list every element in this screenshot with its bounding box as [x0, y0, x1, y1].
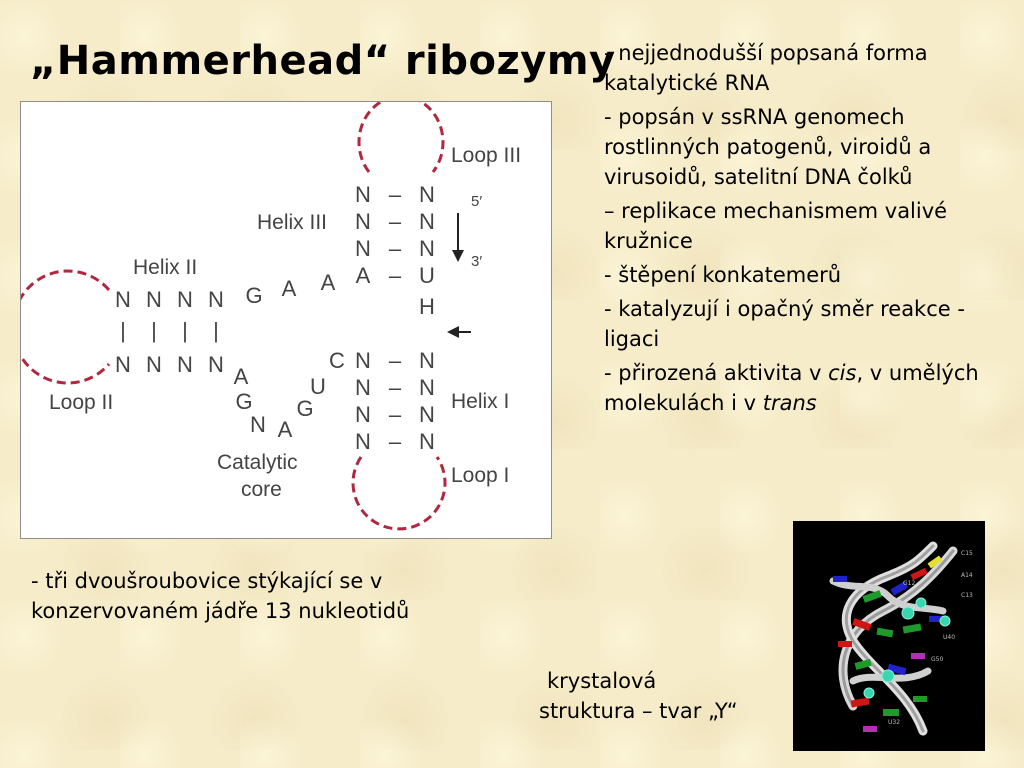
- nucleotide: N: [115, 287, 131, 312]
- page-title: „Hammerhead“ ribozymy: [30, 38, 616, 84]
- helix-iii-label: Helix III: [257, 211, 327, 234]
- helix-ii-label: Helix II: [133, 256, 197, 279]
- bullet-text: , v umělých molekulách i v: [604, 361, 979, 415]
- loop-i-label: Loop I: [451, 464, 509, 487]
- catalytic-label: Catalytic: [217, 451, 298, 474]
- nucleotide: N: [419, 209, 435, 234]
- pair-dash: –: [389, 402, 402, 427]
- three-prime-label: 3′: [471, 253, 482, 270]
- nucleotide: N: [355, 236, 371, 261]
- pair-bar: |: [213, 318, 219, 343]
- nucleotide: U: [419, 263, 435, 288]
- crystal-label: G50: [931, 656, 943, 663]
- trans-term: trans: [762, 391, 817, 415]
- bottom-note: - tři dvoušroubovice stýkající se v konz…: [31, 569, 410, 623]
- nucleotide: U: [310, 374, 326, 399]
- nucleotide: G: [235, 389, 252, 414]
- nucleotide: A: [356, 263, 371, 288]
- bullet-item: - katalyzují i opačný směr reakce - liga…: [604, 297, 965, 351]
- crystal-label: A14: [961, 572, 973, 579]
- nucleotide: N: [419, 429, 435, 454]
- pair-dash: –: [389, 209, 402, 234]
- bullet-item: - přirozená aktivita v cis, v umělých mo…: [604, 358, 1004, 418]
- nucleotide: N: [146, 352, 162, 377]
- bullet-item: - nejjednodušší popsaná forma katalytick…: [604, 41, 928, 95]
- loop-ii-label: Loop II: [49, 391, 113, 414]
- nucleotide: N: [419, 182, 435, 207]
- nucleotide: N: [208, 287, 224, 312]
- bullet-list: - nejjednodušší popsaná forma katalytick…: [604, 38, 1004, 422]
- pair-dash: –: [389, 182, 402, 207]
- hammerhead-diagram: Loop III Helix III Helix II Loop II Heli…: [20, 101, 552, 539]
- pair-dash: –: [389, 429, 402, 454]
- nucleotide: N: [146, 287, 162, 312]
- nucleotide: G: [245, 283, 262, 308]
- nucleotide: A: [234, 364, 249, 389]
- loop-ii-arc: [21, 269, 111, 385]
- nucleotide: N: [355, 182, 371, 207]
- caption-line: krystalová: [547, 669, 657, 693]
- nucleotide: N: [355, 209, 371, 234]
- nucleotide: N: [208, 352, 224, 377]
- cis-term: cis: [828, 361, 857, 385]
- nucleotide: N: [419, 402, 435, 427]
- nucleotide: G: [296, 396, 313, 421]
- loop-i-arc: [351, 456, 447, 531]
- bullet-item: – replikace mechanismem valivé kružnice: [604, 199, 948, 253]
- nucleotide: A: [321, 270, 336, 295]
- crystal-caption: krystalová struktura – tvar „Y“: [539, 666, 799, 726]
- pair-bar: |: [120, 318, 126, 343]
- nucleotide: N: [419, 375, 435, 400]
- bullet-item: - štěpení konkatemerů: [604, 263, 842, 287]
- core-label: core: [241, 478, 282, 501]
- nucleotide: A: [282, 276, 297, 301]
- pair-bar: |: [182, 318, 188, 343]
- bullet-item: - popsán v ssRNA genomech rostlinných pa…: [604, 105, 932, 189]
- crystal-label: C15: [961, 550, 973, 557]
- cleavage-arrow-icon: [447, 326, 471, 338]
- pair-dash: –: [389, 348, 402, 373]
- nucleotide-h: H: [419, 294, 435, 319]
- nucleotide: N: [355, 348, 371, 373]
- pair-dash: –: [389, 263, 402, 288]
- nucleotide-c: C: [329, 348, 345, 373]
- helix-i-label: Helix I: [451, 390, 509, 413]
- nucleotide: N: [419, 236, 435, 261]
- pair-dash: –: [389, 236, 402, 261]
- nucleotide: N: [355, 429, 371, 454]
- loop-iii-label: Loop III: [451, 144, 521, 167]
- nucleotide: N: [355, 402, 371, 427]
- crystal-label: G12: [903, 580, 915, 587]
- nucleotide: N: [177, 287, 193, 312]
- nucleotide: A: [278, 417, 293, 442]
- crystal-structure-image: C15 A14 G12 C13 U40 G50 U32: [793, 521, 985, 751]
- crystal-label: U32: [888, 719, 900, 726]
- loop-iii-arc: [357, 102, 445, 173]
- nucleotide: N: [250, 412, 266, 437]
- nucleotide: N: [177, 352, 193, 377]
- crystal-label: C13: [961, 592, 973, 599]
- direction-arrow-icon: [452, 213, 464, 262]
- five-prime-label: 5′: [471, 193, 482, 210]
- nucleotide: N: [355, 375, 371, 400]
- pair-bar: |: [151, 318, 157, 343]
- pair-dash: –: [389, 375, 402, 400]
- bullet-text: - přirozená aktivita v: [604, 361, 829, 385]
- crystal-label: U40: [943, 634, 955, 641]
- nucleotide: N: [419, 348, 435, 373]
- nucleotide: N: [115, 352, 131, 377]
- caption-line: struktura – tvar „Y“: [539, 699, 738, 723]
